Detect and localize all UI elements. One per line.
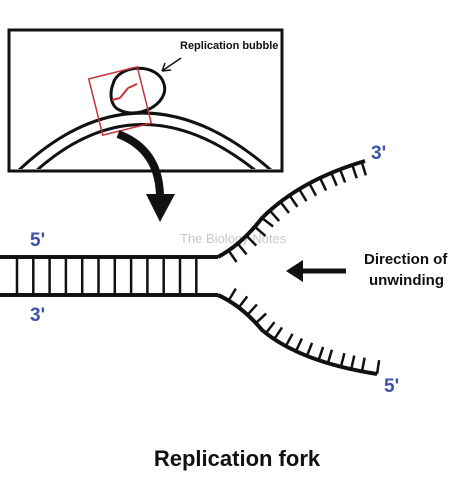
label-5prime-lower-right: 5' — [384, 376, 399, 397]
bubble-inner-fork — [111, 83, 138, 101]
direction-arrow-head — [286, 260, 303, 282]
zoom-arrow — [116, 130, 175, 222]
zoom-arrow-head — [146, 194, 175, 222]
base-pair-rungs — [15, 257, 198, 295]
label-5prime-upper-left: 5' — [30, 230, 45, 251]
base-tick — [236, 242, 248, 256]
label-3prime-upper-right: 3' — [371, 143, 386, 164]
base-tick — [318, 177, 328, 192]
base-tick — [294, 337, 304, 352]
fork — [0, 159, 381, 376]
base-tick — [279, 201, 290, 214]
direction-label-line1: Direction of — [364, 251, 448, 268]
highlight-box — [87, 65, 153, 137]
base-tick — [227, 287, 237, 302]
base-tick — [264, 321, 276, 334]
base-tick — [351, 164, 358, 179]
zoom-arrow-shaft — [116, 130, 164, 199]
base-tick — [245, 234, 258, 247]
bubble-pointer-arrow — [161, 57, 182, 72]
base-tick — [246, 303, 258, 316]
lower-strand-bases — [227, 287, 381, 375]
upper-strand-bases — [227, 161, 368, 263]
base-tick — [360, 161, 368, 176]
direction-label-line2: unwinding — [369, 272, 444, 289]
base-tick — [339, 352, 346, 368]
base-tick — [330, 172, 338, 187]
base-tick — [326, 349, 334, 364]
base-tick — [254, 225, 267, 237]
base-tick — [284, 333, 294, 347]
base-tick — [350, 355, 356, 370]
replication-bubble-shape — [109, 66, 167, 115]
direction-arrow — [286, 260, 346, 282]
base-tick — [255, 312, 267, 325]
base-tick — [288, 194, 299, 208]
upper-template-strand — [217, 159, 366, 259]
base-tick — [338, 168, 347, 183]
base-tick — [268, 209, 281, 222]
base-tick — [308, 182, 318, 197]
base-tick — [360, 357, 366, 372]
base-tick — [375, 359, 381, 375]
base-tick — [273, 326, 284, 340]
diagram-title: Replication fork — [154, 446, 321, 471]
base-tick — [261, 217, 274, 228]
label-3prime-lower-left: 3' — [30, 305, 45, 326]
base-tick — [317, 346, 325, 361]
bubble-label: Replication bubble — [180, 40, 278, 52]
base-tick — [298, 188, 308, 202]
base-tick — [237, 295, 249, 309]
watermark-text: The Biology Notes — [180, 231, 287, 246]
base-tick — [305, 342, 314, 357]
base-tick — [227, 249, 238, 263]
